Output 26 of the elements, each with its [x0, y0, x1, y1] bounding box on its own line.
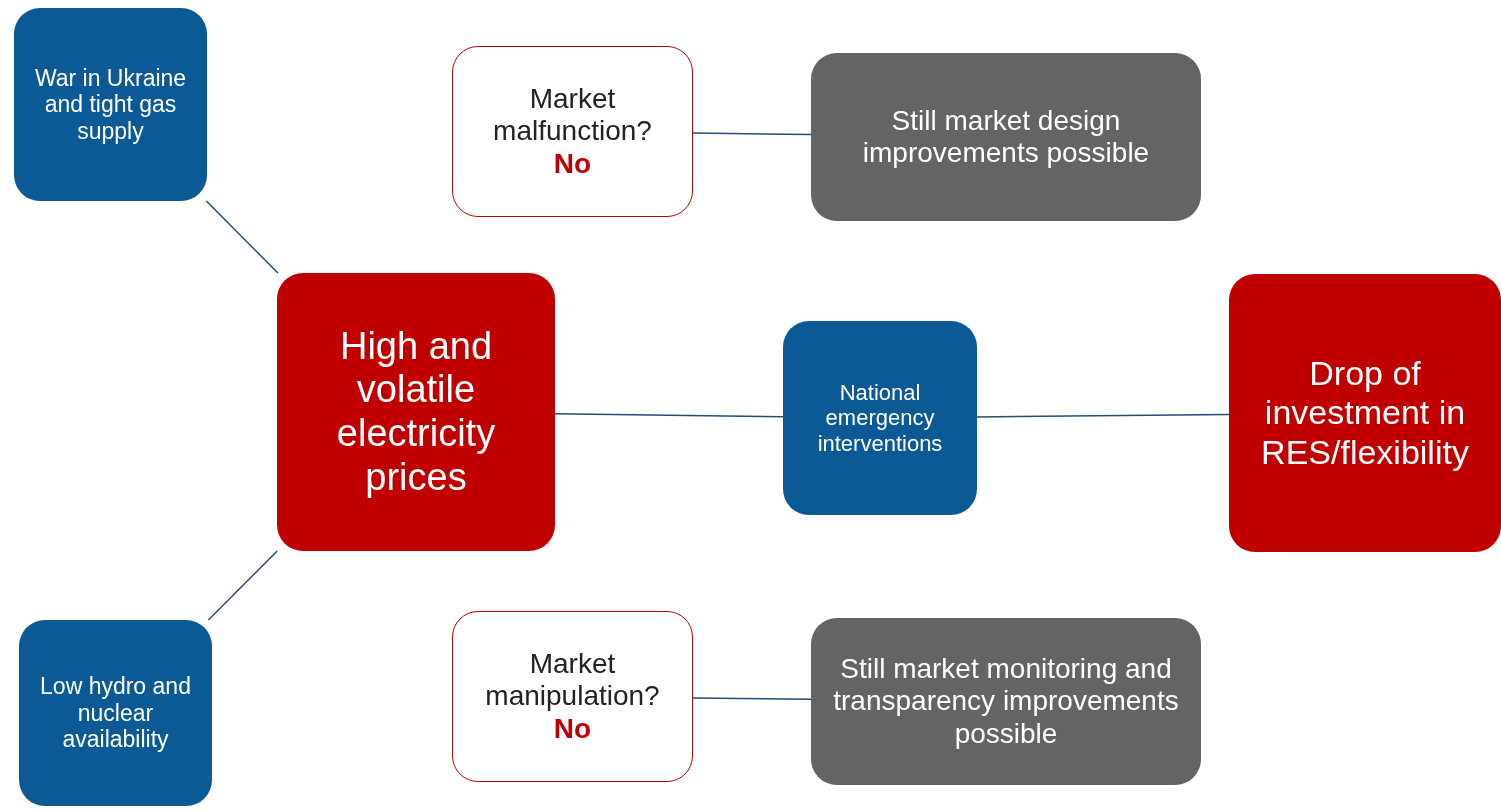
answer-text: No	[553, 712, 592, 745]
connector-line	[205, 200, 279, 274]
box-text: Drop of investment in RES/flexibility	[1260, 354, 1470, 472]
rounded-box	[277, 273, 555, 551]
rounded-box	[811, 618, 1201, 785]
box-text: National emergency interventions	[816, 380, 944, 456]
rounded-box	[19, 620, 212, 806]
connector-line	[692, 132, 812, 136]
rounded-box	[811, 53, 1201, 221]
box-text: War in Ukraine and tight gas supply	[33, 64, 188, 145]
box-text: High and volatile electricity prices	[335, 324, 497, 500]
question-box	[452, 46, 693, 217]
answer-text: No	[553, 147, 592, 180]
question-box	[452, 611, 693, 782]
rounded-box	[783, 321, 977, 515]
connector-line	[554, 413, 784, 418]
box-text: Still market monitoring and transparency improvements possible	[832, 653, 1180, 750]
box-text: Market manipulation?	[484, 648, 661, 713]
connector-line	[976, 413, 1230, 418]
box-text: Still market design improvements possible	[861, 104, 1151, 170]
box-text: Market malfunction?	[492, 83, 653, 148]
box-text: Low hydro and nuclear availability	[39, 673, 192, 753]
connector-line	[692, 697, 812, 700]
rounded-box	[1229, 274, 1501, 552]
connector-line	[207, 550, 278, 621]
rounded-box	[14, 8, 207, 201]
